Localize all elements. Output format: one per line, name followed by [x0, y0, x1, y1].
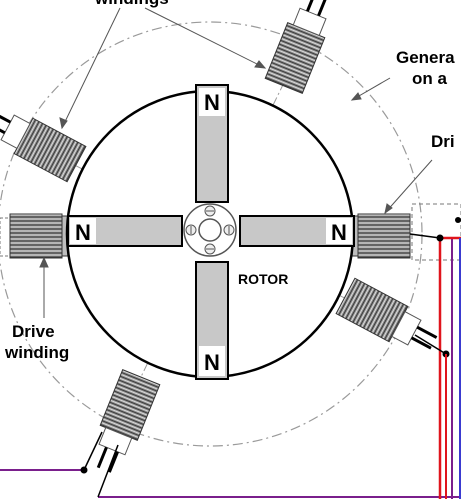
rotor-label: ROTOR: [238, 271, 288, 287]
coil-top-left: [0, 105, 87, 183]
label-generator-line1: Genera: [396, 48, 455, 67]
label-drive-winding-line2: winding: [4, 343, 69, 362]
wiring: [0, 217, 461, 499]
pole-label-left: N: [75, 220, 91, 245]
pole-label-right: N: [331, 220, 347, 245]
drive-coil-left: [0, 213, 69, 259]
coil-top-right: [264, 0, 329, 94]
leader-lines: [39, 7, 433, 318]
pole-label-top: N: [204, 90, 220, 115]
drive-coil-right: [351, 203, 461, 261]
pole-label-bottom: N: [204, 350, 220, 375]
coil-bottom-left: [96, 369, 161, 473]
coil-bottom-right: [335, 277, 438, 350]
label-drive-winding-line1: Drive: [12, 322, 55, 341]
outer-dashed-circle: [0, 21, 423, 447]
label-windings: windings: [94, 0, 169, 8]
rotor-hub: [183, 203, 237, 257]
label-drive-right: Dri: [431, 132, 455, 151]
label-generator-line2: on a: [412, 69, 447, 88]
